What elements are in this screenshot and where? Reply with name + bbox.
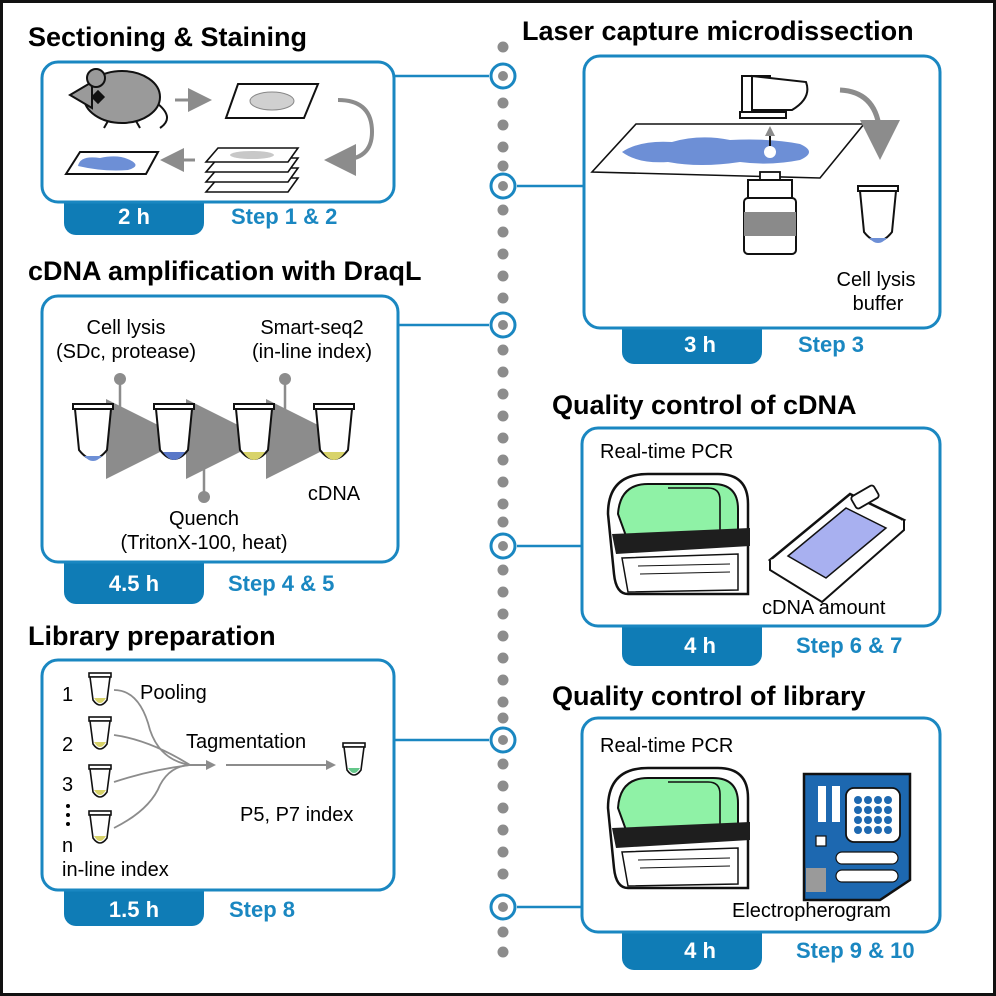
library-tube-n xyxy=(88,810,112,844)
panel-library-title: Library preparation xyxy=(28,621,276,651)
objective-illustration xyxy=(743,171,797,255)
tube-quenched xyxy=(233,403,275,460)
label-sample-1: 1 xyxy=(62,684,73,706)
label-sample-n: n xyxy=(62,835,73,857)
panel-qc-library-title: Quality control of library xyxy=(552,681,866,711)
lcm-slide-illustration xyxy=(590,123,866,179)
pcr-machine-library xyxy=(606,766,752,890)
timeline-node-library xyxy=(489,726,517,754)
label-p5-p7-index: P5, P7 index xyxy=(240,804,353,826)
panel-qc-cdna: Quality control of cDNA 4 h Step 6 & 7 R… xyxy=(552,390,942,666)
step-label-qc-library: Step 9 & 10 xyxy=(796,938,915,963)
label-quench: Quench xyxy=(169,508,239,530)
label-realtime-pcr-library: Real-time PCR xyxy=(600,735,733,757)
mouse-illustration xyxy=(68,68,168,129)
label-sample-3: 3 xyxy=(62,774,73,796)
label-electropherogram: Electropherogram xyxy=(732,900,891,922)
panel-sectioning: Sectioning & Staining 2 h Step 1 & 2 xyxy=(28,22,396,235)
pooling-lines xyxy=(113,689,191,829)
lcm-label-lysis-2: buffer xyxy=(853,293,904,315)
time-label-library: 1.5 h xyxy=(109,897,159,922)
panel-lcm-title: Laser capture microdissection xyxy=(522,16,914,46)
lcm-label-lysis-1: Cell lysis xyxy=(837,269,916,291)
label-tagmentation: Tagmentation xyxy=(186,731,306,753)
time-label-qc-library: 4 h xyxy=(684,938,716,963)
timeline xyxy=(394,41,584,958)
panel-library: Library preparation 1.5 h Step 8 1 2 3 n… xyxy=(28,621,396,926)
tube-cdna xyxy=(313,403,355,460)
panel-library-box xyxy=(40,658,396,892)
electrophoresis-chip-illustration xyxy=(802,772,912,902)
panel-qc-cdna-title: Quality control of cDNA xyxy=(552,390,857,420)
label-pooling: Pooling xyxy=(140,682,207,704)
label-cdna-amount: cDNA amount xyxy=(762,597,886,619)
time-label-qc-cdna: 4 h xyxy=(684,633,716,658)
laser-cap-illustration xyxy=(739,74,809,146)
library-tube-2 xyxy=(88,716,112,750)
label-inline-index: (in-line index) xyxy=(252,341,372,363)
tube-lysed xyxy=(153,403,195,460)
library-pooled-tube xyxy=(342,742,366,776)
label-realtime-pcr-cdna: Real-time PCR xyxy=(600,441,733,463)
section-stack-illustration xyxy=(204,147,300,193)
panel-amplification: cDNA amplification with DraqL 4.5 h Step… xyxy=(28,256,422,604)
panel-qc-library: Quality control of library 4 h Step 9 & … xyxy=(552,681,942,970)
label-cdna: cDNA xyxy=(308,483,361,505)
timeline-node-qc-cdna xyxy=(489,532,517,560)
library-tube-3 xyxy=(88,764,112,798)
step-label-amplification: Step 4 & 5 xyxy=(228,571,334,596)
time-label-lcm: 3 h xyxy=(684,332,716,357)
timeline-node-amplification xyxy=(489,311,517,339)
library-tube-1 xyxy=(88,672,112,706)
pcr-machine-cdna xyxy=(606,472,752,596)
stained-section-illustration xyxy=(64,151,160,175)
timeline-dots xyxy=(497,41,509,958)
label-sample-2: 2 xyxy=(62,734,73,756)
timeline-node-lcm xyxy=(489,172,517,200)
time-label-sectioning: 2 h xyxy=(118,204,150,229)
tube-lysis xyxy=(72,403,114,461)
step-label-lcm: Step 3 xyxy=(798,332,864,357)
timeline-node-qc-library xyxy=(489,893,517,921)
time-label-amplification: 4.5 h xyxy=(109,571,159,596)
label-smart-seq2: Smart-seq2 xyxy=(260,317,363,339)
label-library-inline-index: in-line index xyxy=(62,859,169,881)
panel-lcm: Laser capture microdissection 3 h Step 3 xyxy=(522,16,942,364)
lysis-buffer-tube xyxy=(857,185,899,243)
panel-amplification-title: cDNA amplification with DraqL xyxy=(28,256,422,286)
label-cell-lysis: Cell lysis xyxy=(87,317,166,339)
panel-sectioning-title: Sectioning & Staining xyxy=(28,22,307,52)
label-cell-lysis-reagents: (SDc, protease) xyxy=(56,341,196,363)
step-label-sectioning: Step 1 & 2 xyxy=(231,204,337,229)
label-quench-reagents: (TritonX-100, heat) xyxy=(120,532,287,554)
slide-illustration xyxy=(224,83,320,119)
timeline-node-sectioning xyxy=(489,62,517,90)
spectrophotometer-illustration xyxy=(767,484,907,604)
step-label-qc-cdna: Step 6 & 7 xyxy=(796,633,902,658)
step-label-library: Step 8 xyxy=(229,897,295,922)
